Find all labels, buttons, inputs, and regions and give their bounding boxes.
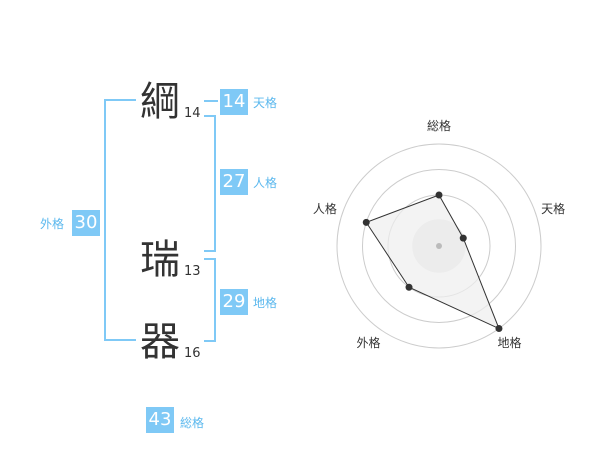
chikaku-label: 地格	[253, 296, 278, 310]
tenkaku-label: 天格	[253, 96, 278, 110]
name-char-3: 器	[140, 319, 180, 365]
soukaku-value: 43	[146, 407, 174, 433]
stroke-count-1: 14	[184, 106, 201, 121]
gaikaku-value: 30	[72, 210, 100, 236]
radar-axis-label-2: 天格	[541, 201, 565, 216]
jinkaku-label: 人格	[253, 176, 278, 190]
radar-point-2	[459, 234, 467, 242]
radar-axis-label-4: 外格	[356, 335, 380, 350]
stroke-count-3: 16	[184, 346, 201, 361]
jinkaku-bracket	[204, 115, 216, 252]
radar-axis-label-3: 地格	[498, 335, 522, 350]
name-char-1: 綱	[140, 79, 180, 125]
chikaku-bracket	[204, 258, 216, 342]
tenkaku-value: 14	[220, 89, 248, 115]
radar-point-1	[435, 191, 443, 199]
chikaku-value: 29	[220, 289, 248, 315]
radar-grid-ring	[362, 169, 516, 323]
jinkaku-value: 27	[220, 169, 248, 195]
tenkaku-connector	[204, 100, 218, 102]
radar-axis-label-1: 総格	[427, 118, 451, 133]
gaikaku-label: 外格	[40, 217, 65, 231]
radar-point-3	[495, 325, 503, 333]
radar-center-point	[436, 243, 442, 249]
radar-series-area	[365, 194, 500, 330]
radar-point-4	[405, 283, 413, 291]
soukaku-label: 総格	[180, 416, 205, 430]
name-char-2: 瑞	[140, 237, 180, 283]
stroke-count-2: 13	[184, 264, 201, 279]
radar-point-5	[362, 218, 370, 226]
radar-grid-ring	[336, 143, 542, 349]
radar-axis-label-5: 人格	[313, 201, 337, 216]
gaikaku-bracket	[104, 99, 136, 341]
